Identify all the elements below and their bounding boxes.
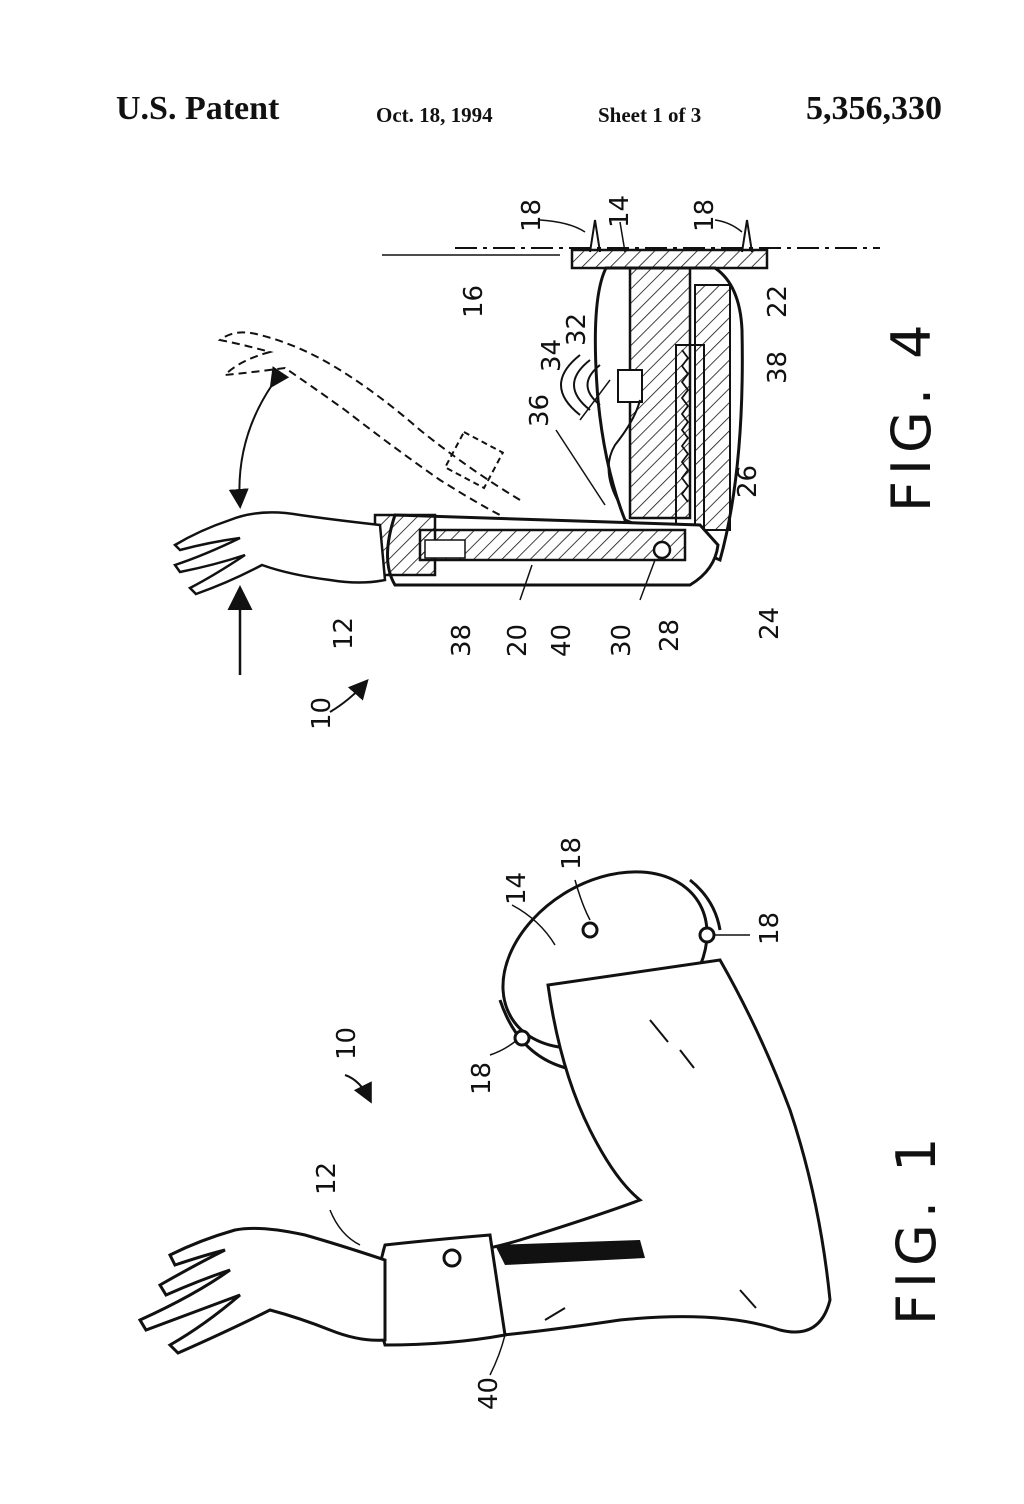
patent-number: 5,356,330: [806, 90, 942, 127]
fig1-cuff-button: [442, 1248, 462, 1268]
fig4-foam-38: [694, 284, 731, 531]
fig1-screw-hole-2: [698, 926, 716, 944]
fig4-spring: [680, 349, 690, 503]
fig4-label-18b: 18: [690, 199, 720, 232]
fig4-label-20: 20: [503, 624, 533, 657]
fig1-label-10: 10: [332, 1027, 362, 1060]
fig1-label-14: 14: [502, 872, 532, 905]
fig1-screw-hole-1: [581, 921, 599, 939]
fig4-label-28: 28: [655, 619, 685, 652]
patent-header-title: U.S. Patent: [116, 90, 280, 127]
fig4-label-18a: 18: [517, 199, 547, 232]
fig4-motion-arrow: [228, 366, 290, 509]
fig4-label-38a: 38: [447, 624, 477, 657]
patent-date: Oct. 18, 1994: [376, 103, 493, 127]
fig4-pivot-24: [652, 540, 672, 560]
fig4-label-38b: 38: [763, 351, 793, 384]
fig4-caption: FIG. 4: [880, 318, 943, 512]
fig4-drawing: [172, 219, 880, 713]
fig4-wire-36: [607, 399, 641, 506]
fig4-screw-right: [741, 219, 753, 253]
fig4-switch-32: [617, 369, 643, 403]
fig1-labels: 10 12 14 18 18 18 40: [312, 837, 785, 1410]
fig1-cuff: [376, 1233, 507, 1347]
fig1-label-18b: 18: [755, 912, 785, 945]
fig4-label-30: 30: [607, 624, 637, 657]
fig4-label-40: 40: [547, 624, 577, 657]
fig4-hand-raised-dashed: [217, 331, 521, 516]
fig1-drawing: [137, 870, 832, 1355]
fig4-screw-left: [589, 219, 601, 253]
fig4-label-36: 36: [525, 394, 555, 427]
fig1-screw-hole-3: [513, 1029, 531, 1047]
fig4-label-24: 24: [755, 607, 785, 640]
fig4-label-10: 10: [307, 697, 337, 730]
fig4-label-26: 26: [733, 465, 763, 498]
fig4-label-14: 14: [605, 195, 635, 228]
fig1-label-18c: 18: [467, 1062, 497, 1095]
fig1-caption: FIG. 1: [885, 1131, 948, 1325]
fig4-mounting-plate: [570, 248, 769, 270]
fig1-hand: [137, 1226, 387, 1355]
fig4-label-12: 12: [329, 617, 359, 650]
fig4-label-34: 34: [537, 339, 567, 372]
fig1-label-18a: 18: [557, 837, 587, 870]
fig4-label-22: 22: [763, 285, 793, 318]
fig4-labels: 10 12 14 16 18 18 20 22 24 26 28 30 32 3…: [307, 195, 793, 730]
fig4-label-32: 32: [562, 313, 592, 346]
sheet-indicator: Sheet 1 of 3: [598, 103, 702, 127]
fig1-label-40: 40: [474, 1377, 504, 1410]
fig4-hand-solid: [172, 511, 387, 596]
fig1-label-12: 12: [312, 1162, 342, 1195]
fig4-label-16: 16: [459, 285, 489, 318]
